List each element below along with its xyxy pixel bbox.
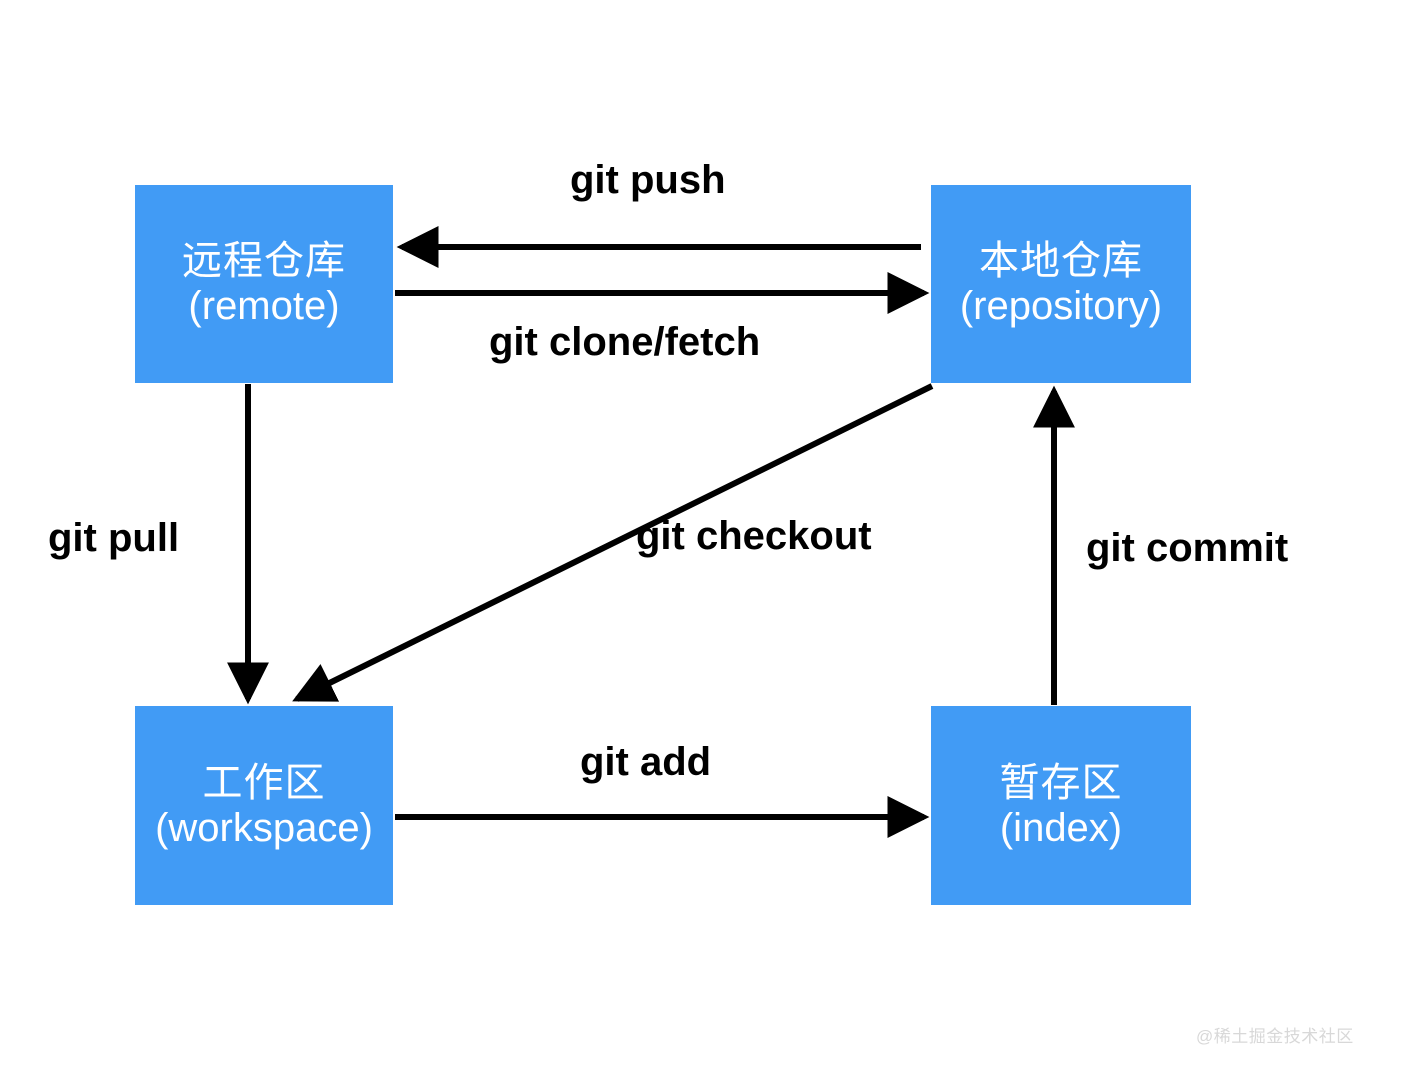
node-workspace-label-en: (workspace) [155,805,373,850]
node-repository-label-cn: 本地仓库 [979,239,1143,284]
node-repository-label-en: (repository) [959,284,1163,328]
edge-label-git-clone-fetch: git clone/fetch [489,320,761,364]
edge-label-git-pull: git pull [48,516,180,560]
edge-label-git-add: git add [580,740,712,784]
edge-label-git-push: git push [570,158,726,202]
node-workspace-label-cn: 工作区 [202,760,326,805]
node-index-label-cn: 暂存区 [999,760,1123,805]
node-remote-label-en: (remote) [188,284,340,328]
node-index-label-en: (index) [999,805,1123,850]
node-repository[interactable]: 本地仓库 (repository) [931,185,1191,383]
node-workspace[interactable]: 工作区 (workspace) [135,706,393,905]
edge-git-checkout [292,383,934,702]
node-index[interactable]: 暂存区 (index) [931,706,1191,905]
edge-label-git-checkout: git checkout [636,514,872,558]
watermark: @稀土掘金技术社区 [1196,1027,1354,1046]
edge-label-git-commit: git commit [1086,526,1289,570]
node-remote-label-cn: 远程仓库 [182,239,346,284]
node-remote[interactable]: 远程仓库 (remote) [135,185,393,383]
